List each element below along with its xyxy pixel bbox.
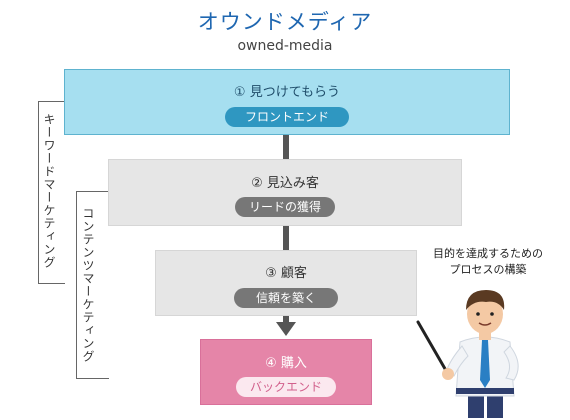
stage-label: ④ 購入 <box>265 356 307 371</box>
stage-tag: リードの獲得 <box>235 197 335 217</box>
stage-label: ② 見込み客 <box>251 176 319 191</box>
stage-customer: ③ 顧客 信頼を築く <box>155 250 417 316</box>
keyword-marketing-label: キーワードマーケティング <box>42 113 56 269</box>
content-marketing-label: コンテンツマーケティング <box>81 207 95 363</box>
keyword-marketing-bracket <box>38 101 65 284</box>
content-marketing-bracket <box>76 191 109 379</box>
stage-prospect: ② 見込み客 リードの獲得 <box>108 159 462 226</box>
stage-tag: フロントエンド <box>225 107 349 127</box>
diagram-title: オウンドメディア <box>197 10 373 34</box>
stage-find: ① 見つけてもらう フロントエンド <box>64 69 510 135</box>
stage-purchase: ④ 購入 バックエンド <box>200 339 372 405</box>
diagram-subtitle: owned-media <box>237 38 333 54</box>
caption-line: プロセスの構築 <box>449 263 527 276</box>
stage-label: ③ 顧客 <box>265 266 307 281</box>
businessman-pointer-icon <box>416 290 519 418</box>
caption-line: 目的を達成するための <box>433 247 543 260</box>
down-arrow-icon <box>276 322 296 336</box>
stage-tag: 信頼を築く <box>234 288 338 308</box>
stage-tag: バックエンド <box>236 377 336 397</box>
process-caption: 目的を達成するための プロセスの構築 <box>420 246 556 278</box>
connector-line <box>283 225 289 250</box>
stage-label: ① 見つけてもらう <box>233 85 341 100</box>
connector-line <box>283 315 289 324</box>
connector-line <box>283 134 289 159</box>
